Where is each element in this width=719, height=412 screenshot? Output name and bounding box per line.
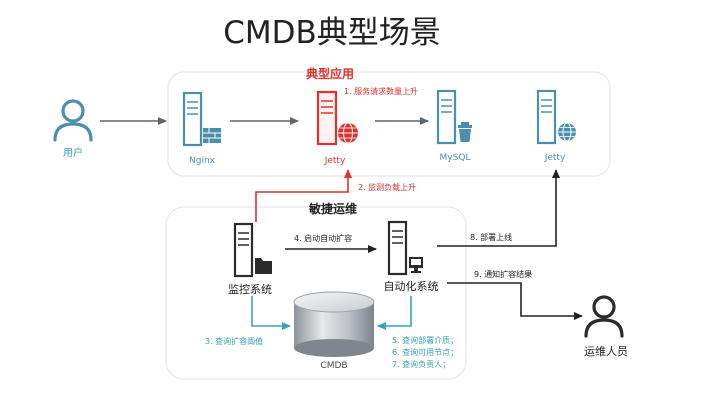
cmdb-database-icon: [293, 291, 375, 357]
ops-staff-label: 运维人员: [584, 345, 628, 358]
jetty-server-hot-icon: [316, 90, 358, 146]
agile-ops-heading: 敏捷运维: [308, 201, 357, 216]
page-title: CMDB典型场景: [223, 15, 441, 51]
mysql-label: MySQL: [440, 153, 471, 163]
firewall-icon: [203, 128, 221, 143]
step-6-label: 6. 查询可用节点；: [392, 347, 458, 357]
step-7-label: 7. 查询负责人；: [392, 359, 450, 369]
nginx-server-icon: [182, 91, 221, 147]
step-5-label: 5. 查询部署介质；: [392, 335, 458, 345]
ops-staff-icon: [584, 295, 624, 338]
arrow-automation-to-cmdb: [377, 296, 412, 330]
automation-system-label: 自动化系统: [384, 279, 439, 293]
step-4-label: 4. 启动自动扩容: [294, 233, 352, 243]
nginx-label: Nginx: [189, 156, 216, 166]
step-9-label: 9. 通知扩容结果: [474, 269, 532, 279]
jetty-server-icon: [536, 89, 576, 145]
step-3-label: 3. 查询扩容阈值: [205, 336, 263, 346]
globe-icon: [338, 122, 358, 144]
user-icon: [53, 99, 93, 142]
step-8-label: 8. 部署上线: [470, 232, 512, 242]
arrow-monitor-to-jetty: [255, 169, 352, 222]
monitor-system-icon: [233, 222, 272, 278]
globe-icon: [558, 122, 576, 142]
automation-system-icon: [387, 220, 423, 276]
jetty-label: Jetty: [544, 153, 566, 163]
step-1-label: 1. 服务请求数量上升: [344, 86, 418, 96]
trash-icon: [458, 122, 472, 142]
arrow-monitor-to-cmdb: [251, 296, 291, 330]
typical-app-panel: [167, 71, 611, 177]
jetty-hot-label: Jetty: [324, 156, 346, 166]
step-2-label: 2. 监测负载上升: [358, 182, 416, 192]
typical-app-heading: 典型应用: [306, 66, 354, 81]
mysql-server-icon: [436, 89, 472, 145]
arrow-automation-to-jetty: [437, 169, 560, 247]
user-label: 用户: [63, 146, 83, 159]
monitor-system-label: 监控系统: [228, 282, 272, 296]
cmdb-label: CMDB: [320, 361, 347, 371]
arrow-automation-to-ops: [447, 282, 583, 320]
display-icon: [409, 257, 423, 273]
folder-icon: [255, 258, 272, 274]
